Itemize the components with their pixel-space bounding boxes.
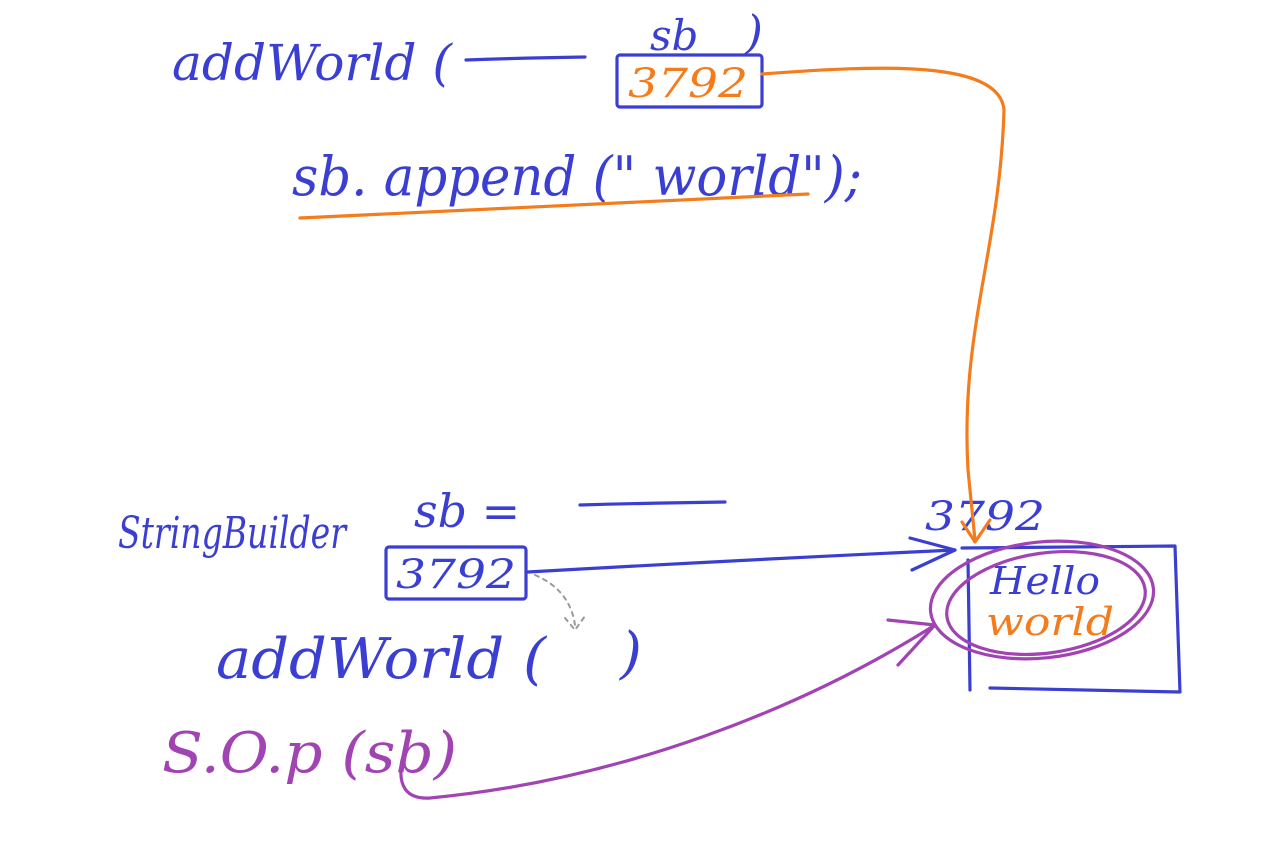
param-reference-arrowhead <box>960 518 992 544</box>
var-reference-arrow <box>526 548 957 574</box>
param-reference-arrow <box>760 66 1006 542</box>
param-blank-line <box>464 55 587 62</box>
type-name: StringBuilder <box>118 508 348 559</box>
param-value-box <box>615 53 764 109</box>
heap-highlight-ellipse <box>928 539 1156 661</box>
var-assign: sb = <box>414 484 520 538</box>
var-blank-line <box>578 500 727 507</box>
addworld-call: addWorld ( <box>216 627 547 692</box>
method-frame: addWorld ( sb ) 3792 sb. append (" world… <box>172 5 862 220</box>
heap-highlight-ellipse-inner <box>945 549 1147 657</box>
heap-line-hello: Hello <box>989 559 1100 603</box>
var-reference-arrowhead <box>908 536 957 572</box>
heap-object: 3792 Hello world <box>925 494 1182 694</box>
param-name: sb <box>650 11 698 60</box>
signature-close-paren: ) <box>744 5 763 59</box>
addworld-call-close: ) <box>619 621 642 686</box>
method-signature: addWorld ( <box>172 34 453 92</box>
print-reference-arrowhead <box>886 618 937 667</box>
caller-frame: StringBuilder sb = 3792 addWorld ( ) S.O… <box>118 484 727 786</box>
append-underline <box>298 192 810 220</box>
print-reference-arrow <box>399 623 937 800</box>
var-value-box <box>384 545 528 601</box>
append-statement: sb. append (" world"); <box>292 145 862 208</box>
param-value: 3792 <box>628 61 748 107</box>
heap-line-world: world <box>986 600 1114 644</box>
copy-value-dashed-arrow <box>534 574 586 632</box>
heap-address: 3792 <box>925 494 1045 540</box>
var-value: 3792 <box>396 552 516 598</box>
print-call: S.O.p (sb) <box>162 721 457 786</box>
